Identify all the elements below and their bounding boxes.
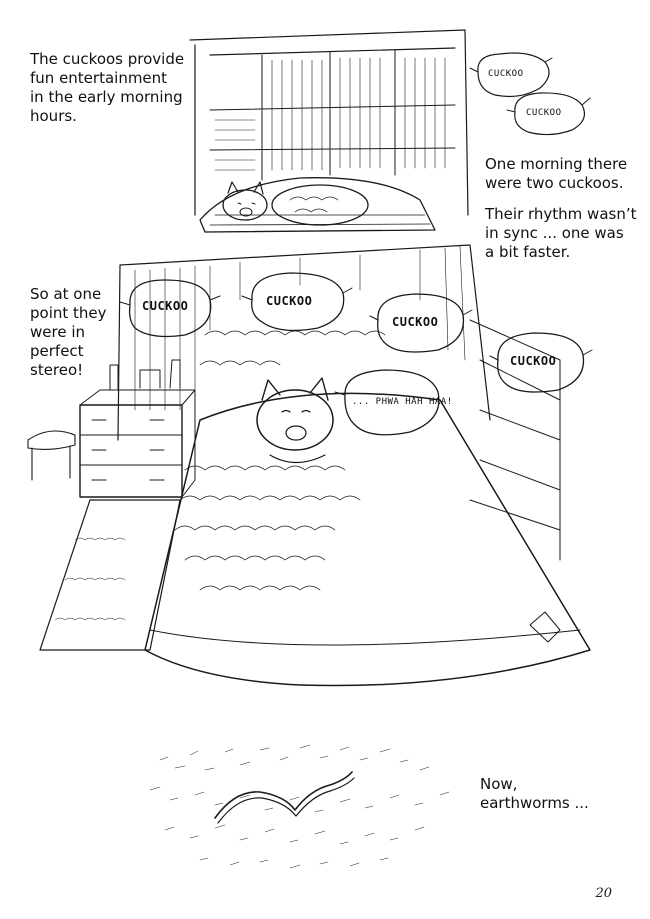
dresser (79, 359, 196, 498)
bubble-top-1: CUCKOO (469, 52, 553, 98)
bubble-stereo-4: CUCKOO (489, 332, 593, 393)
caption-earthworms: Now, earthworms ... (480, 775, 589, 812)
caption-rhythm: Their rhythm wasn’t in sync ... one was … (485, 205, 637, 261)
bubble-stereo-2-text: CUCKOO (266, 294, 312, 308)
bed (144, 330, 591, 687)
caption-two-cuckoos: One morning there were two cuckoos. (485, 155, 628, 192)
page-number: 20 (595, 886, 612, 901)
bubble-top-2-text: CUCKOO (526, 108, 562, 118)
panel-large-bedroom (27, 244, 591, 687)
bubble-stereo-1: CUCKOO (119, 279, 221, 338)
panel-top-bedroom (189, 29, 469, 233)
pig-character-large (256, 377, 334, 464)
window-hatching (214, 57, 446, 171)
bubble-stereo-3: CUCKOO (369, 293, 473, 353)
bubble-laugh-text: ... PHWA HAH HAA! (352, 397, 453, 407)
quilt-pattern (174, 330, 386, 591)
wall-hatching (134, 245, 466, 411)
bubble-stereo-4-text: CUCKOO (510, 354, 556, 368)
bubble-stereo-1-text: CUCKOO (142, 299, 188, 313)
panel-earthworm (149, 744, 450, 869)
bubble-laugh: ... PHWA HAH HAA! (334, 369, 453, 436)
caption-stereo: So at one point they were in perfect ste… (30, 285, 107, 379)
bubble-stereo-3-text: CUCKOO (392, 315, 438, 329)
grass-texture (149, 744, 450, 869)
bubble-top-1-text: CUCKOO (488, 69, 524, 79)
caption-intro: The cuckoos provide fun entertainment in… (30, 50, 185, 125)
rug-pattern (54, 537, 126, 621)
pig-character-small (222, 181, 268, 221)
bubble-stereo-2: CUCKOO (241, 272, 353, 332)
earthworm (214, 771, 353, 819)
bubble-top-2: CUCKOO (506, 92, 591, 136)
